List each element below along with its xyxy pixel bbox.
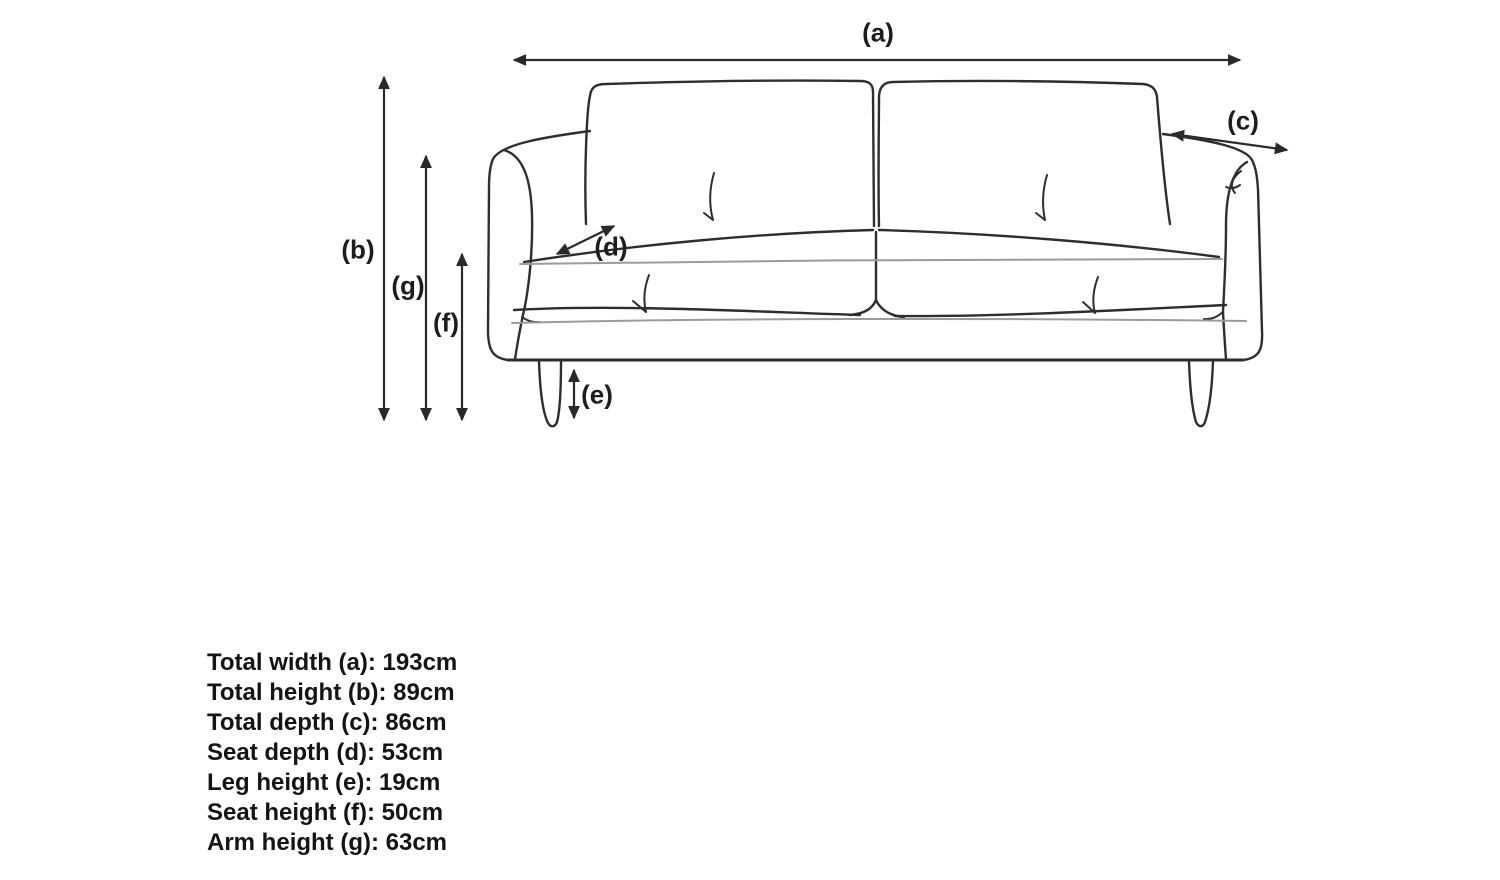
sofa-right-arm-crease <box>1203 311 1224 321</box>
back-cushion-right <box>877 79 1172 228</box>
measurement-total-depth: Total depth (c): 86cm <box>207 709 447 736</box>
dimension-arrow-c <box>1170 129 1289 155</box>
dimension-label-c: (c) <box>1227 105 1259 136</box>
dimension-label-b: (b) <box>341 234 375 265</box>
seat-back-edge-left <box>522 228 875 264</box>
sofa-left-arm-roll <box>502 148 534 361</box>
sofa-outline <box>486 79 1264 428</box>
sofa-light-seams <box>511 257 1247 324</box>
dimension-label-f: (f) <box>433 307 459 338</box>
back-cushion-left <box>584 79 876 228</box>
measurement-seat-height: Seat height (f): 50cm <box>207 799 444 826</box>
base-piping-line <box>511 317 1247 324</box>
measurement-seat-depth: Seat depth (d): 53cm <box>207 739 444 766</box>
seat-bottom-left <box>512 306 862 317</box>
dimension-arrow-d <box>555 225 616 255</box>
back-cushion-left-crease <box>703 172 715 221</box>
sofa-right-arm <box>1161 132 1264 362</box>
sofa-right-arm-squiggle <box>1225 170 1242 194</box>
measurements-list: Total width (a): 193cm Total height (b):… <box>207 648 457 858</box>
dimension-label-a: (a) <box>862 17 894 48</box>
dimension-label-g: (g) <box>391 270 425 301</box>
back-cushion-right-crease <box>1035 174 1048 221</box>
sofa-left-arm <box>486 129 592 362</box>
sofa-right-arm-roll <box>1221 160 1249 361</box>
dimension-label-e: (e) <box>581 379 613 410</box>
sofa-right-leg <box>1187 359 1215 428</box>
seat-bottom-right <box>893 303 1228 318</box>
sofa-left-leg <box>537 359 563 428</box>
measurement-total-height: Total height (b): 89cm <box>207 679 455 706</box>
measurement-total-width: Total width (a): 193cm <box>207 649 458 676</box>
seat-cushion-right-crease <box>1082 276 1099 314</box>
seat-front-top-edge <box>519 257 1223 265</box>
seat-centre-split <box>848 230 906 319</box>
dimension-label-d: (d) <box>594 231 628 262</box>
measurement-arm-height: Arm height (g): 63cm <box>207 829 448 856</box>
dimension-arrows <box>377 53 1289 422</box>
seat-cushion-left-crease <box>632 274 650 313</box>
seat-back-edge-right <box>877 228 1221 259</box>
measurement-leg-height: Leg height (e): 19cm <box>207 769 441 796</box>
